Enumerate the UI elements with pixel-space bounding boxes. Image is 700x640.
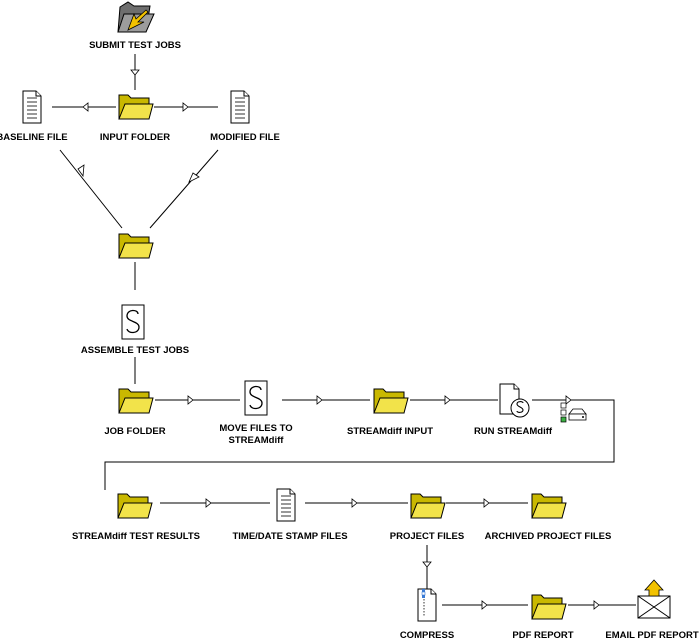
folder-icon bbox=[410, 493, 446, 519]
arrow-pdf-to-email bbox=[593, 600, 600, 610]
zip-file-icon bbox=[417, 588, 437, 622]
arrow-stamp-to-project bbox=[351, 498, 358, 508]
node-pdf-report: PDF REPORT bbox=[512, 594, 574, 640]
arrow-job-to-move bbox=[187, 395, 194, 405]
node-merge-folder bbox=[118, 233, 154, 259]
arrow-project-to-compress bbox=[422, 561, 432, 568]
label-archived-project-files: ARCHIVED PROJECT FILES bbox=[485, 531, 612, 542]
document-icon bbox=[22, 90, 42, 124]
label-streamdiff-input: STREAMdiff INPUT bbox=[347, 426, 433, 437]
label-project-files: PROJECT FILES bbox=[390, 531, 464, 542]
submit-folder-icon bbox=[117, 1, 155, 33]
label-pdf-report: PDF REPORT bbox=[512, 630, 573, 640]
arrow-results-to-stamp bbox=[205, 498, 212, 508]
node-project-files: PROJECT FILES bbox=[390, 493, 464, 542]
node-streamdiff-input: STREAMdiff INPUT bbox=[347, 388, 433, 437]
edge-modified-to-merge bbox=[149, 149, 219, 229]
edge-run-to-results bbox=[104, 399, 615, 490]
arrow-project-to-archived bbox=[483, 498, 490, 508]
arrow-input-to-modified bbox=[182, 102, 189, 112]
node-job-folder: JOB FOLDER bbox=[104, 388, 166, 437]
folder-icon bbox=[117, 493, 153, 519]
folder-icon bbox=[118, 388, 154, 414]
node-run-streamdiff: RUN STREAMdiff bbox=[474, 383, 587, 437]
edge-baseline-to-merge bbox=[59, 149, 123, 229]
document-icon bbox=[276, 488, 296, 522]
arrow-submit-to-input bbox=[130, 69, 140, 76]
script-s-icon bbox=[121, 304, 145, 340]
arrow-move-to-input bbox=[316, 395, 323, 405]
node-email-pdf-report: EMAIL PDF REPORT bbox=[605, 579, 699, 640]
script-s-icon bbox=[244, 380, 268, 416]
arrow-run-to-results bbox=[565, 395, 572, 405]
arrow-baseline-to-merge bbox=[77, 164, 85, 178]
node-time-date-stamp: TIME/DATE STAMP FILES bbox=[232, 488, 348, 542]
label-assemble-test-jobs: ASSEMBLE TEST JOBS bbox=[81, 345, 189, 356]
label-move-files-line1: MOVE FILES TO bbox=[219, 423, 292, 434]
label-baseline-file: BASELINE FILE bbox=[0, 132, 68, 143]
node-baseline-file: BASELINE FILE bbox=[0, 90, 68, 143]
label-move-files-line2: STREAMdiff bbox=[229, 435, 285, 446]
label-modified-file: MODIFIED FILE bbox=[210, 132, 280, 143]
node-submit-test-jobs: SUBMIT TEST JOBS bbox=[89, 1, 181, 51]
folder-icon bbox=[373, 388, 409, 414]
label-job-folder: JOB FOLDER bbox=[104, 426, 165, 437]
label-submit-test-jobs: SUBMIT TEST JOBS bbox=[89, 40, 181, 51]
label-run-streamdiff: RUN STREAMdiff bbox=[474, 426, 553, 437]
node-streamdiff-test-results: STREAMdiff TEST RESULTS bbox=[72, 493, 200, 542]
node-move-files: MOVE FILES TO STREAMdiff bbox=[219, 380, 293, 446]
document-icon bbox=[230, 90, 250, 124]
edges bbox=[52, 54, 636, 610]
folder-icon bbox=[531, 594, 567, 620]
email-icon bbox=[637, 579, 671, 619]
folder-icon bbox=[118, 233, 154, 259]
node-modified-file: MODIFIED FILE bbox=[210, 90, 280, 143]
arrow-input-to-baseline bbox=[82, 102, 89, 112]
node-input-folder: INPUT FOLDER bbox=[100, 94, 170, 143]
folder-icon bbox=[118, 94, 154, 120]
server-icon bbox=[560, 402, 587, 423]
label-streamdiff-test-results: STREAMdiff TEST RESULTS bbox=[72, 531, 200, 542]
label-time-date-stamp-files: TIME/DATE STAMP FILES bbox=[232, 531, 347, 542]
arrow-compress-to-pdf bbox=[481, 600, 488, 610]
node-archived-project-files: ARCHIVED PROJECT FILES bbox=[485, 493, 612, 542]
node-assemble-test-jobs: ASSEMBLE TEST JOBS bbox=[81, 304, 189, 356]
label-email-pdf-report: EMAIL PDF REPORT bbox=[605, 630, 698, 640]
node-compress: COMPRESS bbox=[400, 588, 454, 640]
folder-icon bbox=[531, 493, 567, 519]
label-input-folder: INPUT FOLDER bbox=[100, 132, 170, 143]
label-compress: COMPRESS bbox=[400, 630, 454, 640]
arrow-modified-to-merge bbox=[188, 172, 200, 183]
arrow-input-to-run bbox=[444, 395, 451, 405]
run-streamdiff-icon bbox=[499, 383, 530, 418]
